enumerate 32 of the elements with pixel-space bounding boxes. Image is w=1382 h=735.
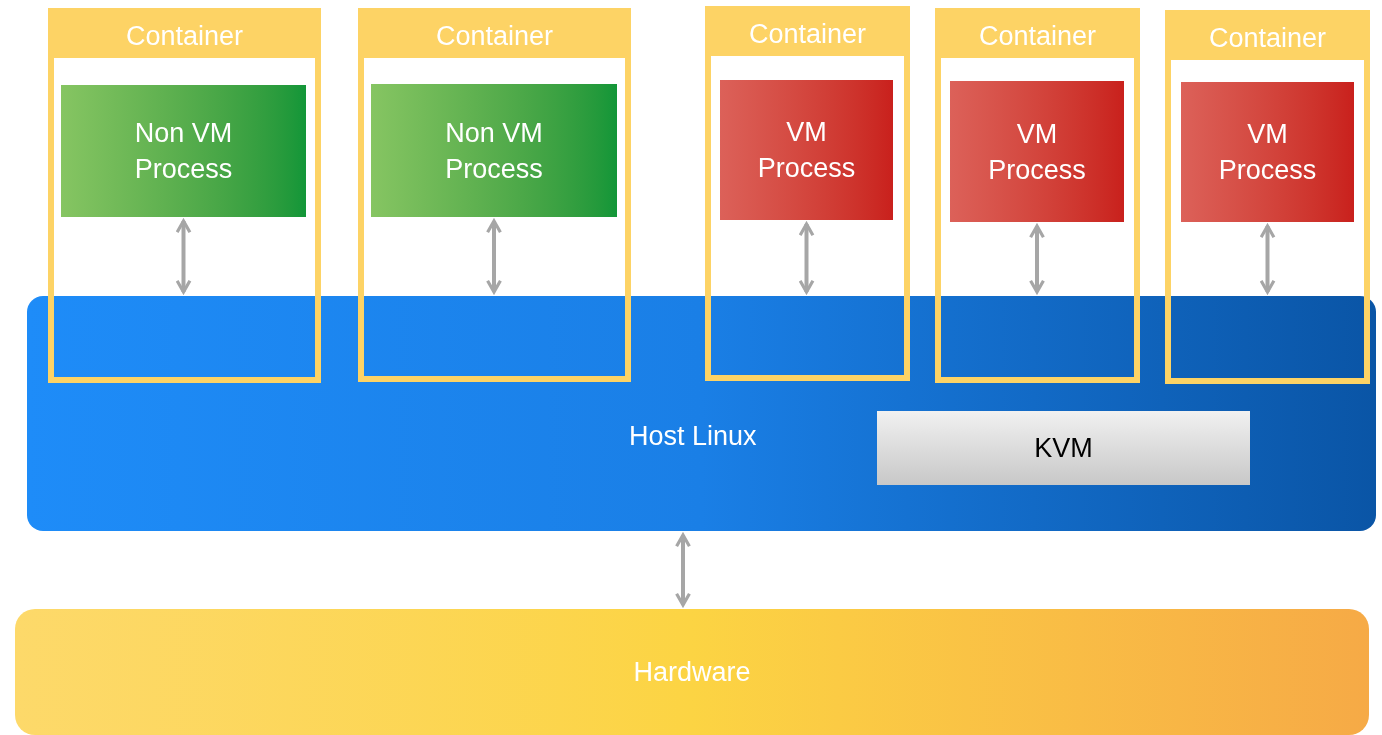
host-band [27,296,1376,531]
double-arrow [675,533,691,607]
container-frame [358,8,631,382]
kvm-box [877,411,1250,485]
process-box [61,85,306,217]
host-label: Host Linux [629,420,757,453]
double-arrow [1259,224,1276,294]
process-box [1181,82,1354,222]
container-label: Container [125,19,244,53]
container-frame [935,8,1140,383]
process-label: Non VM Process [133,117,234,186]
double-arrow [798,222,815,294]
hardware-label: Hardware [633,656,751,689]
container-label: Container [978,19,1097,53]
kvm-label: KVM [1034,432,1093,465]
process-label: VM Process [1217,118,1318,187]
container-frame [48,8,321,383]
container-label: Container [748,17,867,51]
container-frame [705,6,910,381]
double-arrow [175,219,192,294]
process-box [950,81,1124,222]
hardware-band [15,609,1369,735]
container-label: Container [435,19,554,53]
process-label: VM Process [756,116,857,185]
double-arrow [1029,224,1045,294]
container-frame [1165,10,1370,384]
container-label: Container [1208,21,1327,55]
double-arrow [486,219,502,294]
process-box [371,84,617,217]
process-label: Non VM Process [444,116,544,186]
process-box [720,80,893,220]
process-label: VM Process [987,117,1087,187]
